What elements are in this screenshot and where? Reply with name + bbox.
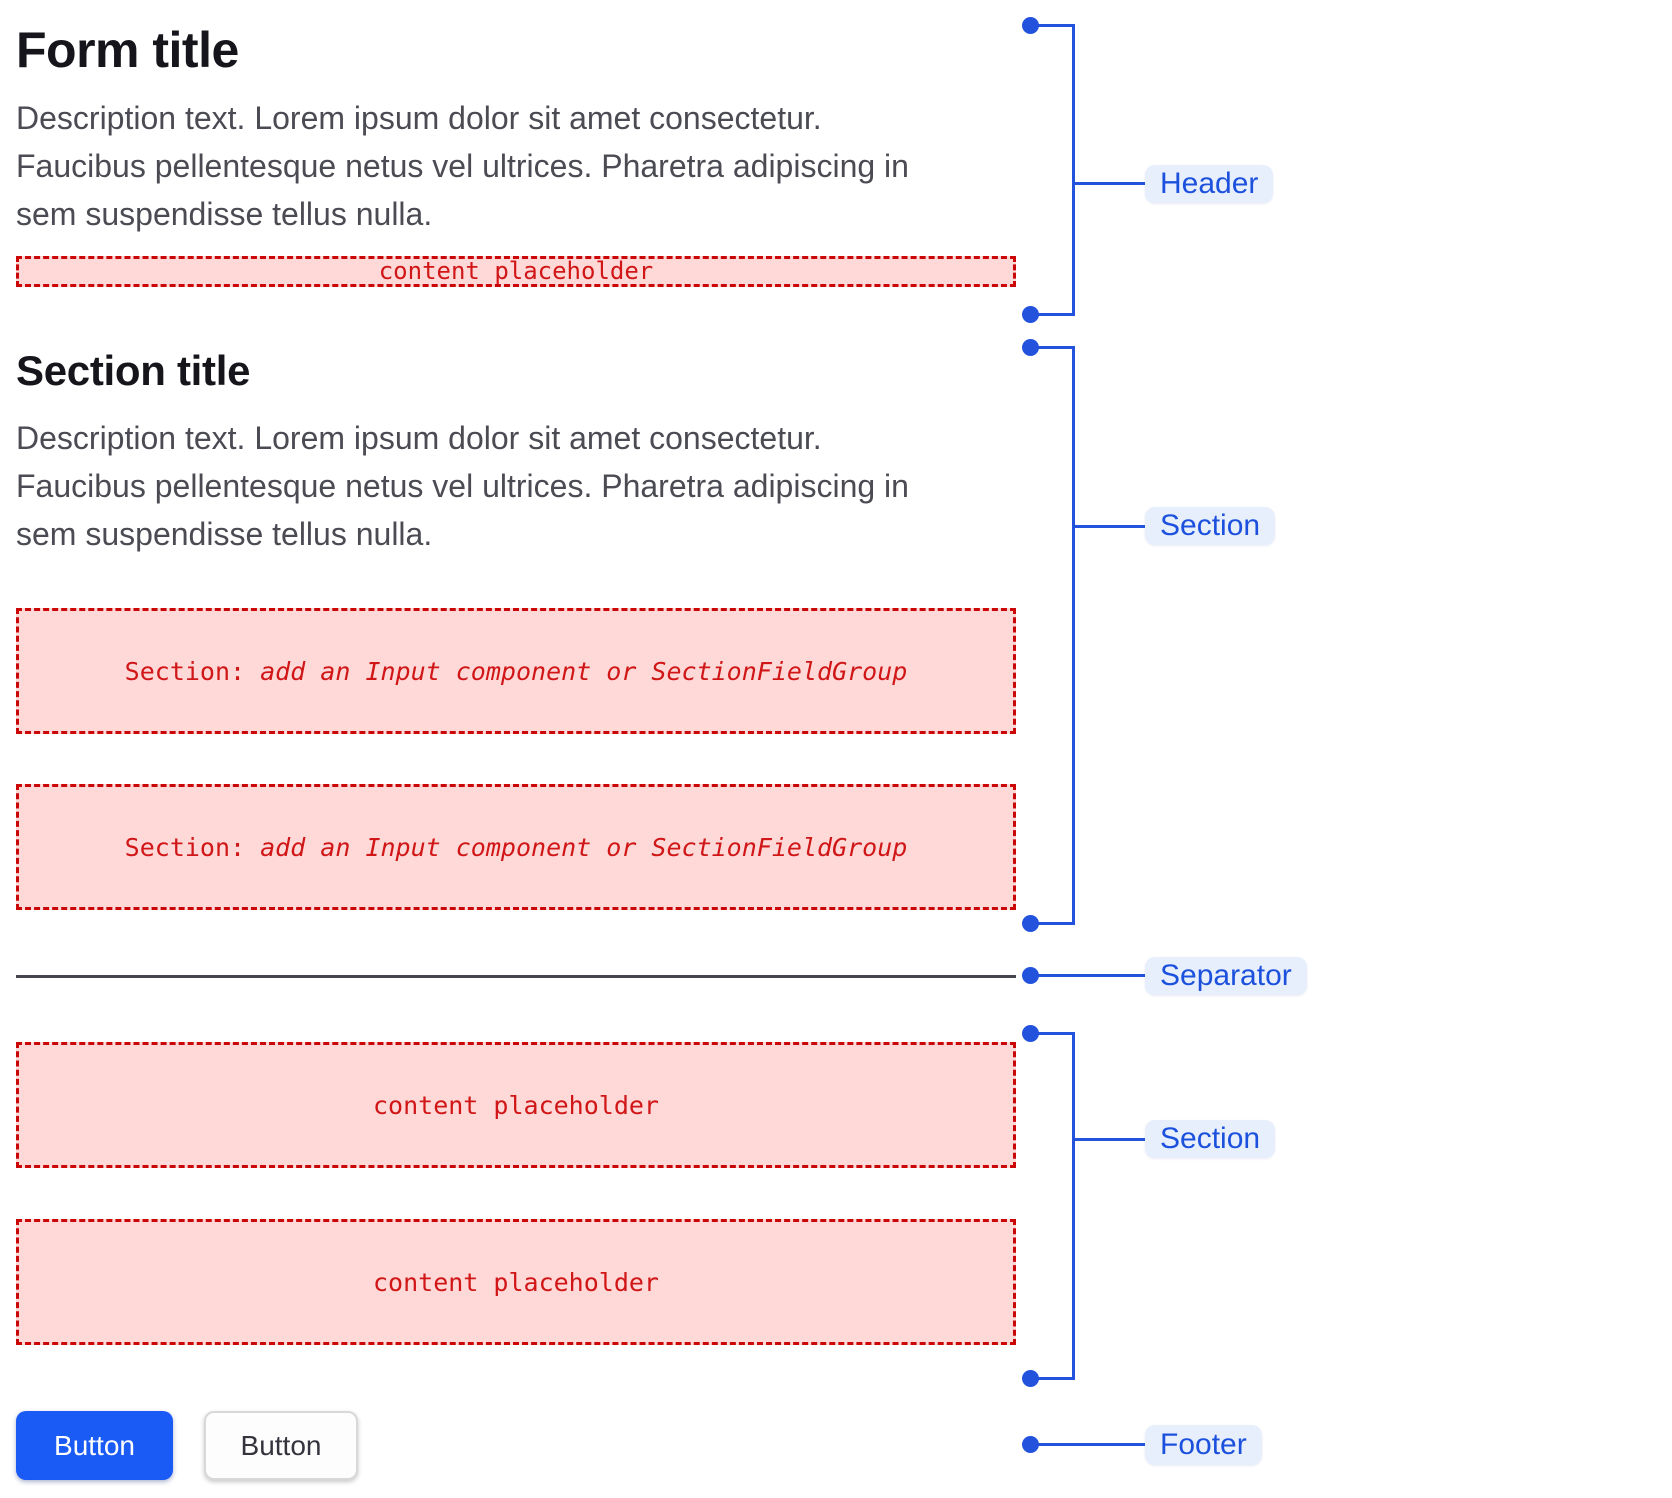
header-content-placeholder: content placeholder bbox=[16, 256, 1016, 287]
bracket-stub bbox=[1030, 1032, 1075, 1035]
bracket-rail bbox=[1072, 346, 1075, 925]
section-content-placeholder: content placeholder bbox=[16, 1042, 1016, 1168]
connector-line bbox=[1072, 182, 1145, 185]
section-field-placeholder: Section: add an Input component or Secti… bbox=[16, 608, 1016, 734]
bracket-rail bbox=[1072, 1032, 1075, 1380]
annotation-label-separator: Separator bbox=[1145, 957, 1307, 995]
connector-line bbox=[1038, 1443, 1145, 1446]
annotation-label-section: Section bbox=[1145, 507, 1276, 545]
secondary-button[interactable]: Button bbox=[204, 1411, 358, 1480]
connector-dot bbox=[1022, 1436, 1039, 1453]
connector-dot bbox=[1022, 306, 1039, 323]
separator-line bbox=[16, 975, 1016, 978]
section-field-placeholder: Section: add an Input component or Secti… bbox=[16, 784, 1016, 910]
primary-button[interactable]: Button bbox=[16, 1411, 173, 1480]
annotation-label-footer: Footer bbox=[1145, 1425, 1262, 1465]
bracket-stub bbox=[1030, 922, 1075, 925]
bracket-stub bbox=[1030, 346, 1075, 349]
placeholder-note: add an Input component or SectionFieldGr… bbox=[260, 832, 908, 862]
bracket-stub bbox=[1030, 313, 1075, 316]
connector-dot bbox=[1022, 915, 1039, 932]
placeholder-text: content placeholder bbox=[373, 1267, 659, 1297]
section-content-placeholder: content placeholder bbox=[16, 1219, 1016, 1345]
form-description: Description text. Lorem ipsum dolor sit … bbox=[16, 100, 909, 232]
placeholder-prefix: Section: bbox=[124, 832, 246, 862]
placeholder-text: content placeholder bbox=[378, 257, 654, 285]
section-title: Section title bbox=[16, 347, 251, 394]
section-description: Description text. Lorem ipsum dolor sit … bbox=[16, 420, 909, 552]
annotation-label-section: Section bbox=[1145, 1120, 1276, 1158]
bracket-stub bbox=[1030, 1377, 1075, 1380]
placeholder-note: add an Input component or SectionFieldGr… bbox=[260, 656, 908, 686]
placeholder-text: content placeholder bbox=[373, 1090, 659, 1120]
annotation-label-header: Header bbox=[1145, 165, 1274, 203]
form-title: Form title bbox=[16, 22, 239, 78]
connector-line bbox=[1038, 974, 1145, 977]
bracket-stub bbox=[1030, 24, 1075, 27]
connector-line bbox=[1072, 525, 1145, 528]
connector-line bbox=[1072, 1138, 1145, 1141]
placeholder-prefix: Section: bbox=[124, 656, 246, 686]
connector-dot bbox=[1022, 1370, 1039, 1387]
connector-dot bbox=[1022, 967, 1039, 984]
bracket-rail bbox=[1072, 24, 1075, 316]
